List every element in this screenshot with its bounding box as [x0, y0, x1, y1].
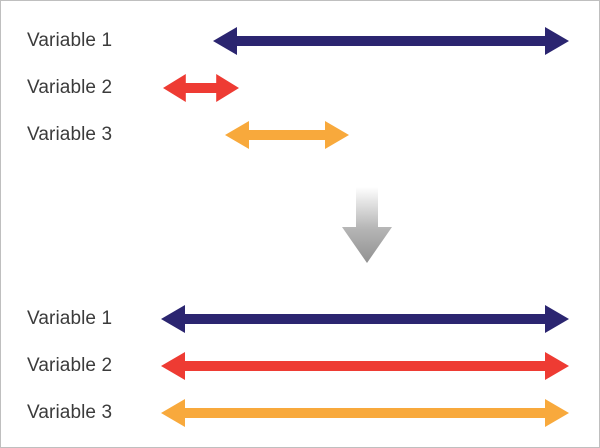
- bottom-label-variable-2: Variable 2: [27, 355, 113, 376]
- arrow-shape-orange-top: [225, 121, 349, 149]
- top-arrow-variable-3: [225, 121, 349, 149]
- arrow-shape-navy-bottom: [161, 305, 569, 333]
- top-label-variable-2: Variable 2: [27, 77, 113, 98]
- top-arrow-variable-2: [163, 74, 239, 102]
- bottom-arrow-variable-3: [161, 399, 569, 427]
- top-label-variable-3: Variable 3: [27, 124, 113, 145]
- arrow-shape-orange-bottom: [161, 399, 569, 427]
- transition-down-arrow: [342, 187, 392, 263]
- bottom-label-variable-1: Variable 1: [27, 308, 113, 329]
- arrow-shape-navy-top: [213, 27, 569, 55]
- arrow-shape-gray-down: [342, 187, 392, 263]
- bottom-arrow-variable-2: [161, 352, 569, 380]
- top-arrow-variable-1: [213, 27, 569, 55]
- top-label-variable-1: Variable 1: [27, 30, 113, 51]
- bottom-label-variable-3: Variable 3: [27, 402, 113, 423]
- bottom-arrow-variable-1: [161, 305, 569, 333]
- arrow-shape-red-bottom: [161, 352, 569, 380]
- arrow-shape-red-top: [163, 74, 239, 102]
